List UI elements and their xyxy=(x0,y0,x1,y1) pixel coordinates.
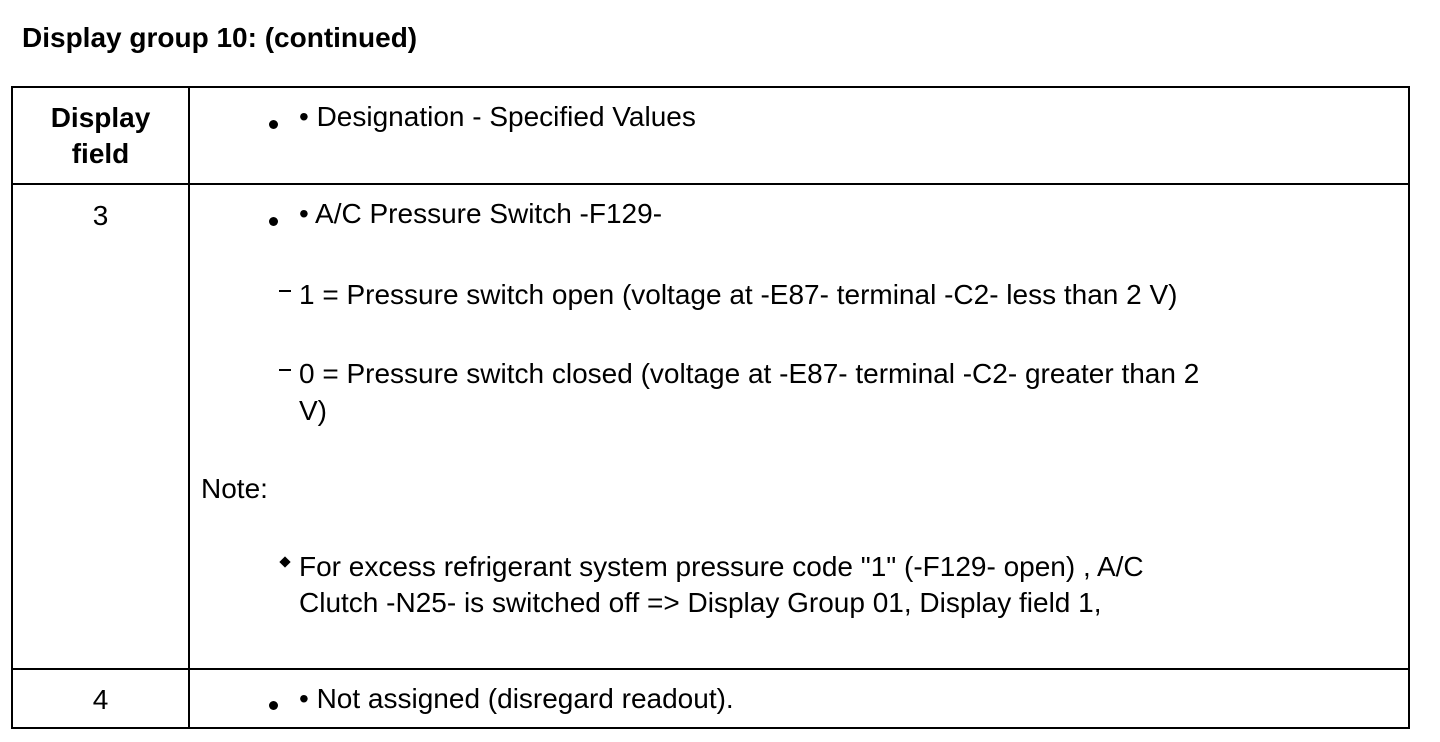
column-divider xyxy=(188,88,190,727)
header-display-field: Display field xyxy=(13,100,188,172)
header-field-label: field xyxy=(71,138,130,169)
bullet-icon xyxy=(269,217,278,226)
header-designation: • Designation - Specified Values xyxy=(299,101,696,132)
bullet-icon xyxy=(269,701,278,710)
page-title: Display group 10: (continued) xyxy=(22,22,418,53)
header-divider xyxy=(13,183,1408,185)
bullet-icon xyxy=(269,120,278,129)
row-3-item: • A/C Pressure Switch -F129- xyxy=(299,198,663,229)
display-group-table: Display field • Designation - Specified … xyxy=(11,86,1410,729)
header-display-label: Display xyxy=(50,102,151,133)
row-3-sub-item-1: 1 = Pressure switch open (voltage at -E8… xyxy=(299,279,1178,310)
row-4-field: 4 xyxy=(92,684,109,715)
dash-icon xyxy=(279,369,291,371)
note-label: Note: xyxy=(201,473,268,504)
row-3-sub-item-2-line2: V) xyxy=(299,395,327,426)
row-3-sub-item-2-line1: 0 = Pressure switch closed (voltage at -… xyxy=(299,358,1200,389)
diamond-bullet-icon xyxy=(279,556,291,568)
row-3-field: 3 xyxy=(92,200,109,231)
row-4-item: • Not assigned (disregard readout). xyxy=(299,683,734,714)
note-text-line1: For excess refrigerant system pressure c… xyxy=(299,551,1144,582)
row-divider xyxy=(13,668,1408,670)
note-text-line2: Clutch -N25- is switched off => Display … xyxy=(299,587,1102,618)
dash-icon xyxy=(279,290,291,292)
